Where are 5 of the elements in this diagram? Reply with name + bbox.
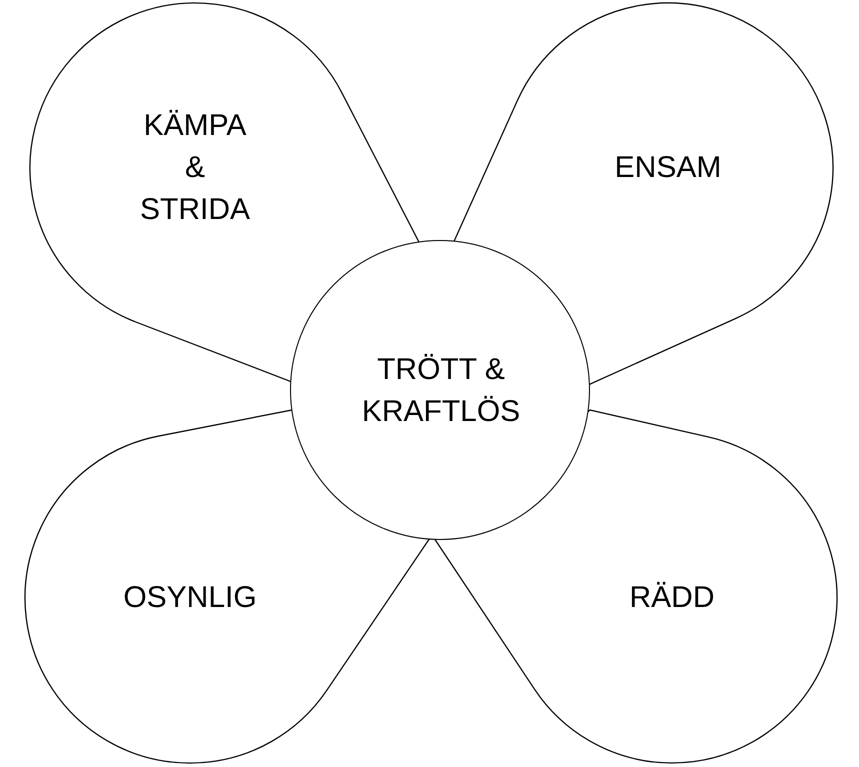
petal-label: ENSAM bbox=[614, 150, 722, 186]
petal-label: OSYNLIG bbox=[123, 580, 257, 616]
petal-label: TRÖTT & KRAFTLÖS bbox=[362, 352, 520, 430]
petal-label: KÄMPA & STRIDA bbox=[140, 108, 250, 228]
petal-label: RÄDD bbox=[630, 580, 714, 616]
